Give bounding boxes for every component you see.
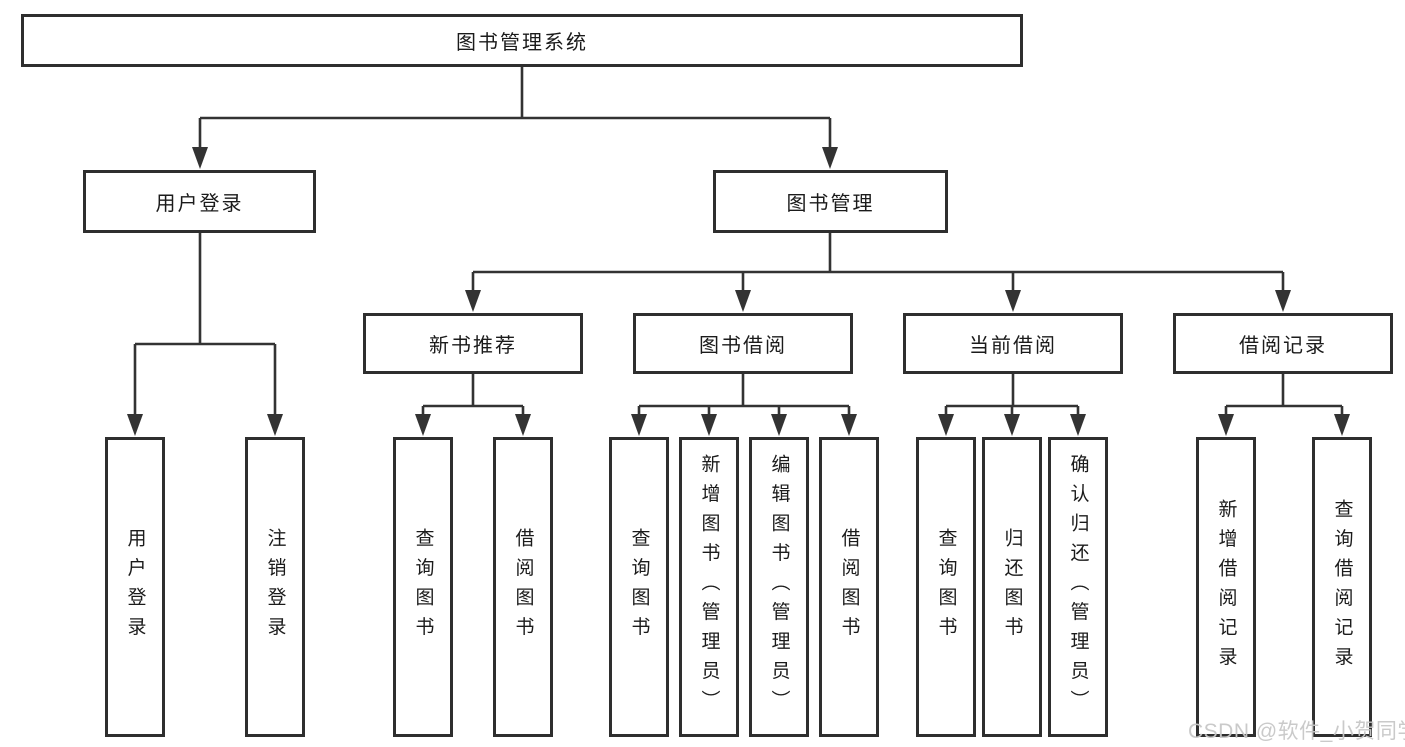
node-borrow-records-label: 借阅记录: [1239, 335, 1327, 357]
leaf-logout-label: 注销登录: [264, 528, 286, 646]
node-book-management-label: 图书管理: [786, 193, 875, 215]
leaf-borrow-books-label: 借阅图书: [838, 528, 860, 646]
arrow-down-icon: [1334, 414, 1350, 436]
watermark-text: CSDN @软件_小贺同学: [1188, 720, 1405, 743]
arrow-down-icon: [631, 414, 647, 436]
arrow-down-icon: [822, 147, 838, 169]
node-user-login: 用户登录: [83, 170, 316, 233]
leaf-query-borrow-record: 查询借阅记录: [1312, 437, 1372, 737]
arrow-down-icon: [771, 414, 787, 436]
arrow-down-icon: [701, 414, 717, 436]
leaf-logout: 注销登录: [245, 437, 305, 737]
node-borrow-records: 借阅记录: [1173, 313, 1393, 374]
leaf-query-books-borrow-label: 查询图书: [628, 528, 650, 646]
leaf-add-borrow-record: 新增借阅记录: [1196, 437, 1256, 737]
leaf-query-borrow-record-label: 查询借阅记录: [1331, 498, 1353, 676]
connector-borrow-records-children: [1224, 374, 1344, 416]
connector-root-to-level2: [198, 67, 832, 148]
leaf-borrow-books-recommend-label: 借阅图书: [512, 528, 534, 646]
arrow-down-icon: [1275, 290, 1291, 312]
connector-book-borrow-children: [637, 374, 851, 416]
connector-new-book-recommend-children: [421, 374, 525, 416]
leaf-user-login: 用户登录: [105, 437, 165, 737]
leaf-edit-books-admin-label: 编辑图书（管理员）: [768, 454, 790, 720]
arrow-down-icon: [127, 414, 143, 436]
node-root: 图书管理系统: [21, 14, 1023, 67]
leaf-query-books-recommend-label: 查询图书: [412, 528, 434, 646]
arrow-down-icon: [1004, 414, 1020, 436]
leaf-add-books-admin-label: 新增图书（管理员）: [698, 454, 720, 720]
node-current-borrow: 当前借阅: [903, 313, 1123, 374]
arrow-down-icon: [1218, 414, 1234, 436]
leaf-query-books-current-label: 查询图书: [935, 528, 957, 646]
leaf-query-books-borrow: 查询图书: [609, 437, 669, 737]
arrow-down-icon: [841, 414, 857, 436]
leaf-return-books-label: 归还图书: [1001, 528, 1023, 646]
connector-current-borrow-children: [944, 374, 1080, 416]
leaf-confirm-return-admin-label: 确认归还（管理员）: [1067, 454, 1089, 720]
connector-user-login-children: [133, 233, 277, 416]
leaf-query-books-current: 查询图书: [916, 437, 976, 737]
arrow-down-icon: [415, 414, 431, 436]
arrow-down-icon: [192, 147, 208, 169]
leaf-query-books-recommend: 查询图书: [393, 437, 453, 737]
node-root-label: 图书管理系统: [456, 32, 588, 54]
leaf-borrow-books: 借阅图书: [819, 437, 879, 737]
connector-book-management-children: [471, 233, 1285, 292]
arrow-down-icon: [465, 290, 481, 312]
node-current-borrow-label: 当前借阅: [969, 335, 1057, 357]
node-book-management: 图书管理: [713, 170, 948, 233]
leaf-add-borrow-record-label: 新增借阅记录: [1215, 498, 1237, 676]
arrow-down-icon: [267, 414, 283, 436]
leaf-edit-books-admin: 编辑图书（管理员）: [749, 437, 809, 737]
leaf-add-books-admin: 新增图书（管理员）: [679, 437, 739, 737]
node-book-borrow-label: 图书借阅: [699, 335, 787, 357]
arrow-down-icon: [1005, 290, 1021, 312]
arrow-down-icon: [938, 414, 954, 436]
arrow-down-icon: [515, 414, 531, 436]
node-user-login-label: 用户登录: [155, 193, 244, 215]
leaf-borrow-books-recommend: 借阅图书: [493, 437, 553, 737]
leaf-confirm-return-admin: 确认归还（管理员）: [1048, 437, 1108, 737]
arrow-down-icon: [1070, 414, 1086, 436]
leaf-return-books: 归还图书: [982, 437, 1042, 737]
node-new-book-recommend: 新书推荐: [363, 313, 583, 374]
node-new-book-recommend-label: 新书推荐: [429, 335, 517, 357]
arrow-down-icon: [735, 290, 751, 312]
node-book-borrow: 图书借阅: [633, 313, 853, 374]
leaf-user-login-label: 用户登录: [124, 528, 146, 646]
